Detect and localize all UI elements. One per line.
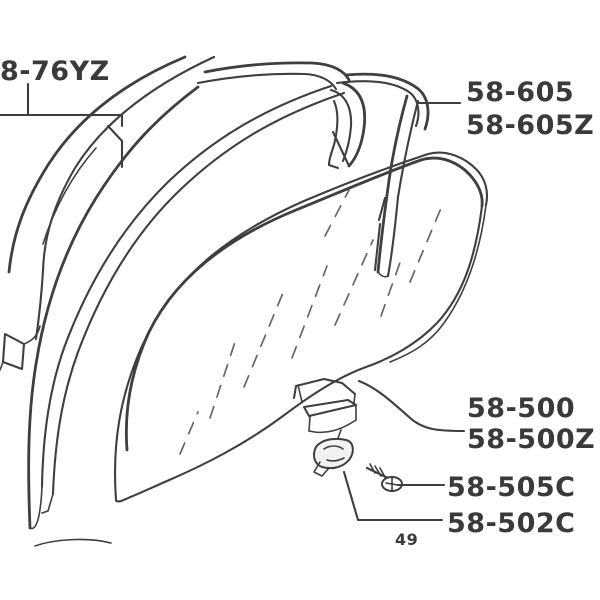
callout-label-8-76yz: 8-76YZ <box>0 56 110 87</box>
callout-label-58-502c: 58-502C <box>447 508 575 539</box>
glass-bottom-bracket <box>292 377 358 434</box>
screw-58-505c <box>365 463 403 492</box>
callout-label-58-605z: 58-605Z <box>466 110 594 141</box>
callout-leaders <box>0 82 466 522</box>
callout-label-58-500z: 58-500Z <box>467 424 595 455</box>
weatherstrip-frame-left <box>0 55 216 371</box>
bottom-partial-marker <box>34 538 112 547</box>
callout-label-58-500: 58-500 <box>467 393 575 424</box>
door-glass-guide <box>27 84 346 530</box>
callout-label-partial-49: 49 <box>395 530 418 549</box>
glass-clip-58-502c <box>313 429 354 477</box>
callout-label-58-505c: 58-505C <box>447 472 575 503</box>
glass-run-channel-58-605 <box>196 61 430 278</box>
door-glass-58-500 <box>113 151 489 503</box>
callout-label-58-605: 58-605 <box>466 77 574 108</box>
